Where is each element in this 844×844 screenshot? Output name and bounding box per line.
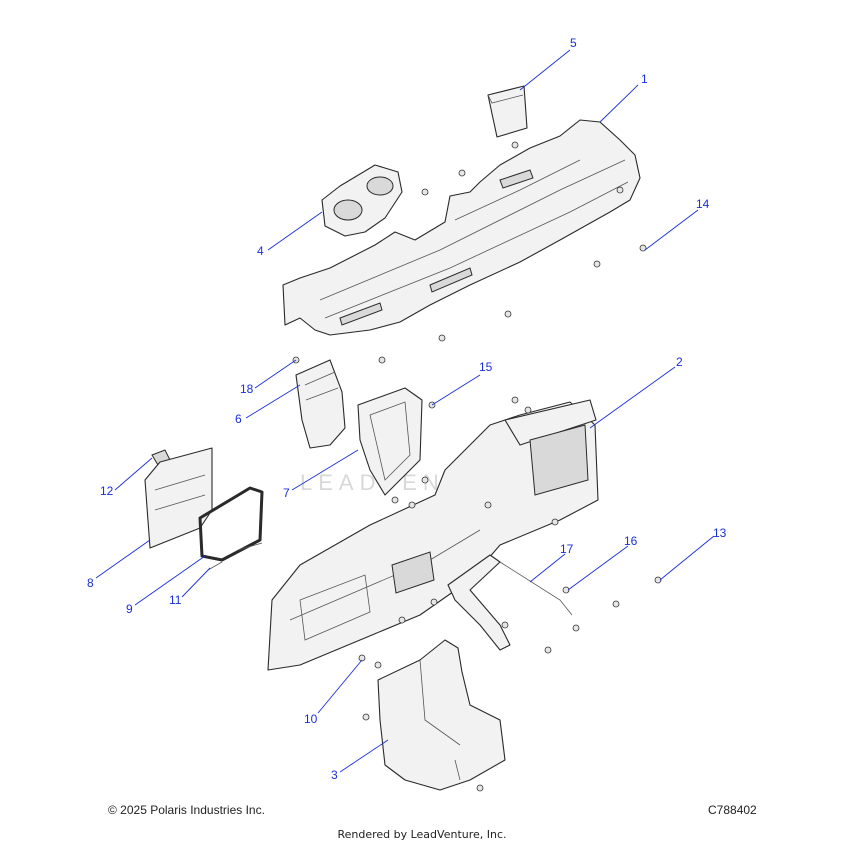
callout-9: 9 <box>126 602 133 616</box>
callout-16: 16 <box>624 534 638 548</box>
callout-4: 4 <box>257 244 264 258</box>
callout-5: 5 <box>570 36 577 50</box>
callout-6: 6 <box>235 412 242 426</box>
part-screw <box>207 542 263 571</box>
callout-15: 15 <box>479 360 493 374</box>
part-upper-dash-panel <box>282 119 641 336</box>
part-vent-duct <box>295 359 346 449</box>
callout-18: 18 <box>240 382 254 396</box>
part-support-bracket <box>447 554 573 651</box>
part-lower-dash <box>267 399 599 671</box>
fasteners <box>292 141 662 792</box>
callout-8: 8 <box>87 576 94 590</box>
part-seal <box>198 486 264 562</box>
callout-7: 7 <box>283 486 290 500</box>
leader-lines <box>95 49 715 773</box>
callout-10: 10 <box>304 712 318 726</box>
part-storage-bin <box>487 85 528 138</box>
callout-17: 17 <box>560 542 574 556</box>
part-lower-cover <box>377 639 506 791</box>
callout-13: 13 <box>713 526 727 540</box>
rendered-by-text: Rendered by LeadVenture, Inc. <box>337 828 507 841</box>
callout-labels: 5 1 14 4 18 15 2 6 12 7 8 9 11 13 16 17 … <box>87 36 727 782</box>
callout-1: 1 <box>641 72 648 86</box>
copyright-text: © 2025 Polaris Industries Inc. <box>108 803 265 817</box>
part-cup-holder <box>321 164 403 237</box>
callout-3: 3 <box>331 768 338 782</box>
callout-2: 2 <box>676 355 683 369</box>
part-frame-bracket <box>357 387 423 496</box>
callout-11: 11 <box>169 593 182 607</box>
drawing-id: C788402 <box>708 803 757 817</box>
callout-14: 14 <box>696 197 710 211</box>
callout-12: 12 <box>100 484 114 498</box>
